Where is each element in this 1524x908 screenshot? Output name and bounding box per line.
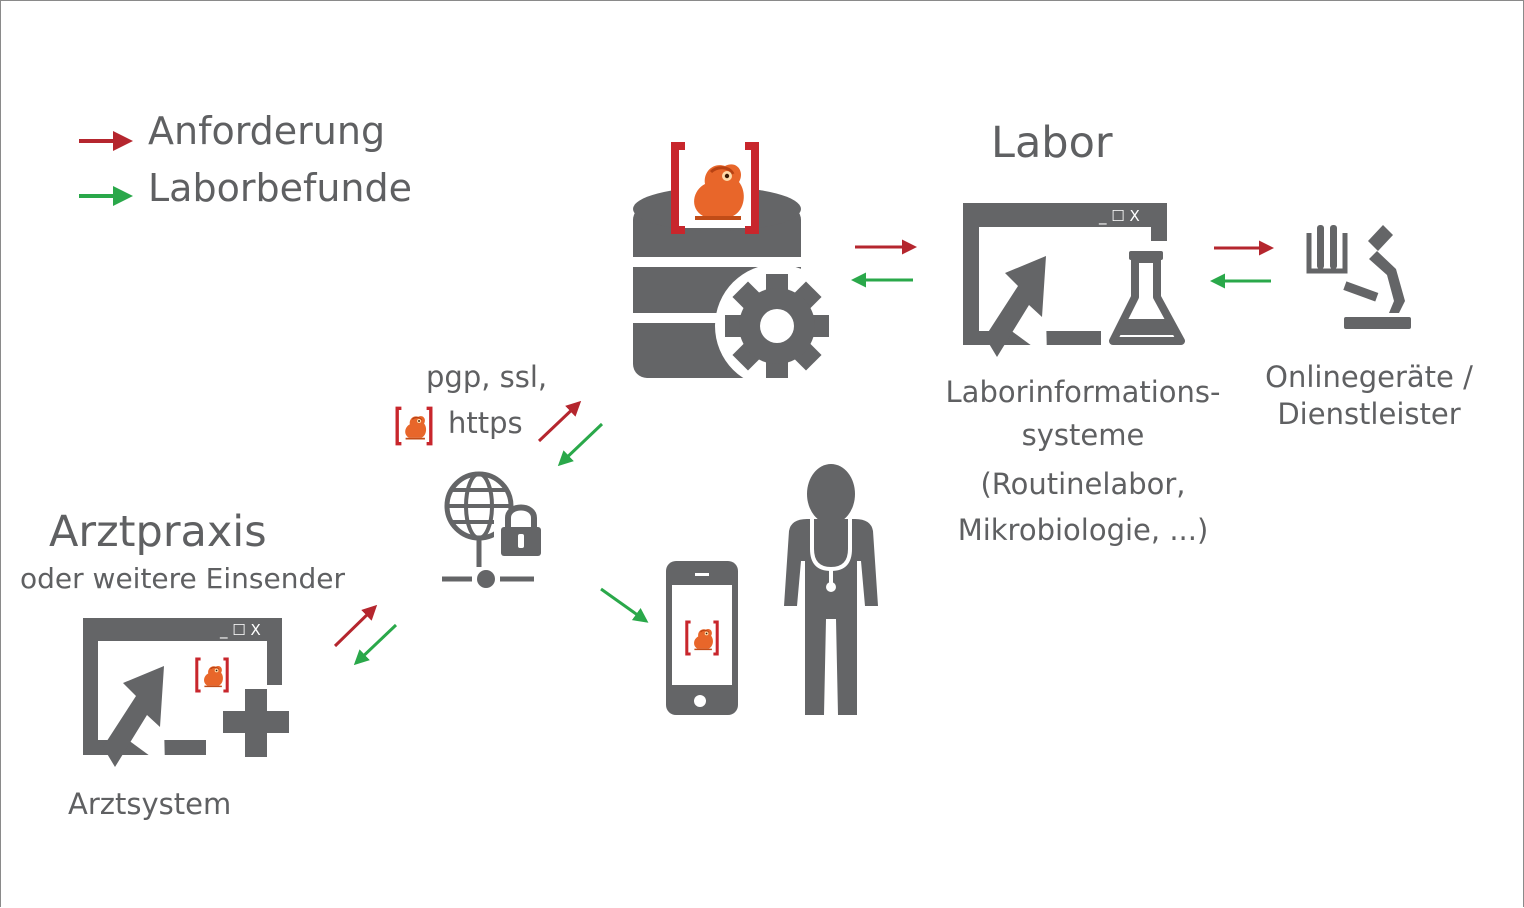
labor-system-label-line2: systeme <box>1021 418 1145 452</box>
legend-result-label: Laborbefunde <box>148 166 412 210</box>
labor-system-label-line3: (Routinelabor, <box>980 467 1186 501</box>
database-logo-icon <box>675 144 757 230</box>
devices-label-line1: Onlinegeräte / <box>1265 360 1473 394</box>
network-to-phone-result-arrow <box>600 587 649 623</box>
db-to-network-result-arrow <box>557 422 604 467</box>
network-to-practice-result-arrow <box>353 623 398 666</box>
labor-window-controls-icon: _ ☐ X <box>1098 207 1140 226</box>
network-protocols-line2: https <box>448 406 523 440</box>
devices-label-line2: Dienstleister <box>1277 397 1461 431</box>
database-server-icon <box>633 187 839 388</box>
practice-title: Arztpraxis <box>49 507 267 557</box>
labor-title: Labor <box>991 118 1113 168</box>
doctor-icon <box>784 464 878 715</box>
practice-window-controls-icon: _ ☐ X <box>219 621 261 640</box>
practice-subtitle: oder weitere Einsender <box>20 562 345 595</box>
network-protocols-line1: pgp, ssl, <box>426 360 548 394</box>
labor-window-icon: _ ☐ X <box>963 203 1185 357</box>
labor-system-label-line4: Mikrobiologie, ...) <box>957 513 1209 547</box>
practice-to-network-request-arrow <box>333 604 378 648</box>
secure-network-icon <box>442 471 550 588</box>
practice-window-icon: _ ☐ X <box>83 618 306 771</box>
network-to-db-request-arrow <box>537 400 582 443</box>
https-logo-icon <box>397 408 431 443</box>
labor-system-label-line1: Laborinformations- <box>945 375 1221 409</box>
smartphone-icon <box>666 561 738 715</box>
practice-system-label: Arztsystem <box>68 787 232 821</box>
microscope-icon <box>1306 225 1411 329</box>
legend-request-label: Anforderung <box>148 109 386 153</box>
